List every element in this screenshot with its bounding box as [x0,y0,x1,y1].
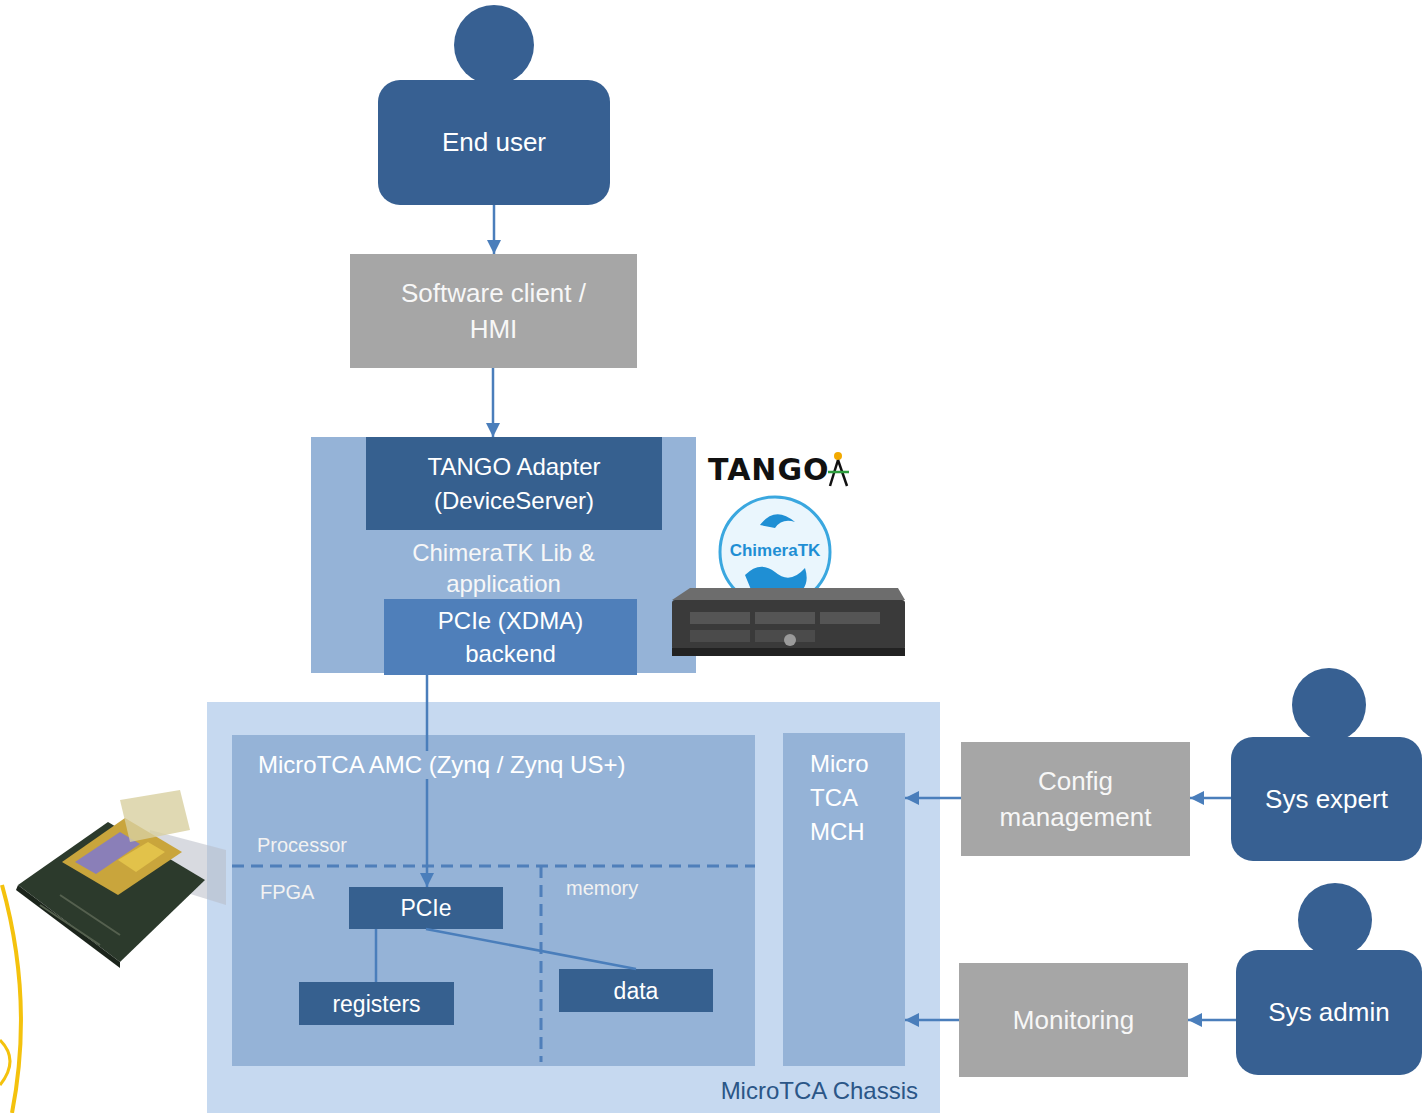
chip-illustration [16,790,226,968]
server-band: ChimeraTK Lib & application TANGO Adapter… [311,437,696,673]
process-box: Software client / HMI [350,254,637,368]
connector [375,929,378,982]
person-body [378,80,610,205]
connector [905,797,961,800]
actor: Sys admin [1236,882,1422,1075]
connector [426,675,429,887]
person-shape [1236,882,1422,1075]
region-title: ChimeraTK Lib & application [389,537,619,599]
actor-label: Sys admin [1268,997,1389,1028]
actor: Sys expert [1231,667,1422,861]
region-label: FPGA [260,881,314,904]
tango-figure [828,452,849,486]
actor-label: End user [442,127,546,158]
connector [492,368,495,437]
box-label: PCIe [400,894,451,922]
region-title: MicroTCA Chassis [721,1077,918,1105]
fpga-block: registers [299,982,454,1025]
connector [1188,1019,1236,1022]
box-label: Monitoring [1013,1002,1134,1038]
person-body [1236,950,1422,1075]
box-label: PCIe (XDMA) backend [426,604,596,670]
person-head [1292,668,1366,742]
actor-label: Sys expert [1265,784,1388,815]
box-label: Config management [981,763,1171,835]
process-box: Monitoring [959,963,1188,1077]
person-body-area: End user [378,80,610,205]
box-label: registers [332,990,420,1018]
backend-box: PCIe (XDMA) backend [384,599,637,675]
person-body-area: Sys expert [1231,737,1422,861]
region-label: Processor [257,834,347,857]
box-label: data [614,977,659,1005]
actor: End user [378,5,610,205]
region-title: Micro TCA MCH [810,747,892,849]
region-title: MicroTCA AMC (Zynq / Zynq US+) [255,751,628,779]
fpga-block: PCIe [349,887,503,929]
adapter-box: TANGO Adapter (DeviceServer) [366,437,662,530]
box-label: TANGO Adapter (DeviceServer) [379,450,649,518]
logo-arc [2,885,21,1113]
region-label: memory [566,877,638,900]
person-head [454,5,534,85]
process-box: Config management [961,742,1190,856]
region-divider [540,866,543,1062]
logo-arc [0,1040,10,1085]
server-illustration [672,588,905,656]
logo-text: TANGO [708,452,830,487]
box-label: Software client / HMI [384,275,604,347]
connector [493,205,496,254]
person-head [1298,883,1372,957]
person-body [1231,737,1422,861]
person-shape [1231,667,1422,861]
chimeratk-logo [720,497,830,607]
region-divider [232,865,755,868]
chassis-panel: MicroTCA Chassis MicroTCA AMC (Zynq / Zyn… [207,702,940,1113]
logo-text: ChimeraTK [720,541,830,561]
memory-block: data [559,969,713,1012]
connector [905,1019,959,1022]
person-body-area: Sys admin [1236,950,1422,1075]
connector [426,929,636,969]
person-shape [378,5,610,205]
connector [1190,797,1231,800]
mch-panel: Micro TCA MCH [783,733,905,1066]
